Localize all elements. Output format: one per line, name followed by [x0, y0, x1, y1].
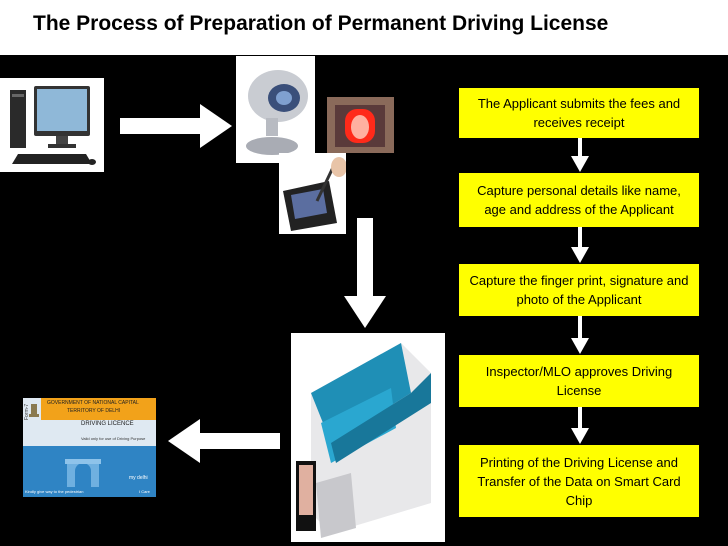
- title-bar: The Process of Preparation of Permanent …: [0, 0, 728, 55]
- india-gate-icon: [65, 459, 101, 487]
- card-footer-tag: I Care: [139, 489, 150, 494]
- card-header-line1: GOVERNMENT OF NATIONAL CAPITAL: [47, 400, 139, 406]
- card-title: DRIVING LICENCE: [81, 421, 134, 427]
- card-printer-icon: [291, 333, 445, 542]
- desktop-computer-icon: [0, 78, 104, 172]
- left-arrow-icon: [168, 419, 280, 463]
- fingerprint-scanner-icon: [327, 97, 394, 153]
- flow-arrow-3: [571, 316, 589, 354]
- step-capture-personal-details: Capture personal details like name, age …: [459, 173, 699, 227]
- step-inspector-approval: Inspector/MLO approves Driving License: [459, 355, 699, 407]
- driving-licence-card-icon: GOVERNMENT OF NATIONAL CAPITAL TERRITORY…: [23, 398, 156, 497]
- emblem-icon: [29, 404, 39, 417]
- page-title: The Process of Preparation of Permanent …: [33, 12, 609, 35]
- webcam-icon: [236, 56, 315, 163]
- down-arrow-icon: [344, 218, 386, 328]
- card-footer-left: Kindly give way to the pedestrian: [25, 489, 84, 494]
- flow-arrow-2: [571, 227, 589, 263]
- card-footer-brand: my delhi: [129, 475, 148, 481]
- step-submit-fees: The Applicant submits the fees and recei…: [459, 88, 699, 138]
- right-arrow-icon: [120, 104, 232, 148]
- step-printing-licence: Printing of the Driving License and Tran…: [459, 445, 699, 517]
- step-capture-biometrics: Capture the finger print, signature and …: [459, 264, 699, 316]
- card-header-line2: TERRITORY OF DELHI: [67, 408, 121, 414]
- signature-pad-icon: [279, 153, 346, 234]
- flow-arrow-1: [571, 138, 589, 172]
- card-subtitle: Valid only for use of Driving Purpose: [81, 436, 146, 441]
- flow-arrow-4: [571, 407, 589, 444]
